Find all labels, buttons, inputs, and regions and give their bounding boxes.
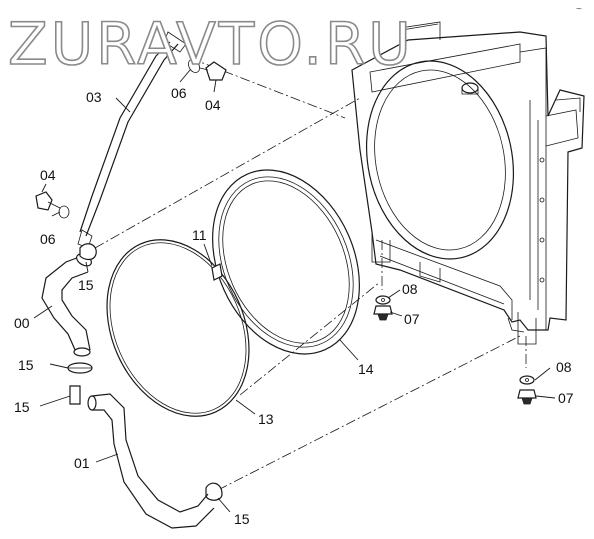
callout-15-left: 15 <box>14 399 30 415</box>
callout-06-top: 06 <box>171 85 187 101</box>
callout-07-lower: 07 <box>558 390 574 406</box>
clip-11 <box>211 263 223 281</box>
left-bolt-set <box>35 191 70 219</box>
radiator-assembly <box>351 21 585 345</box>
callout-00: 00 <box>14 315 30 331</box>
callout-01: 01 <box>74 455 90 471</box>
upper-bolt-set <box>188 59 227 81</box>
callout-04-top: 04 <box>205 97 221 113</box>
ring-14 <box>212 169 360 355</box>
callout-15-bottom: 15 <box>234 511 250 527</box>
watermark: ZURAVTO.RU <box>8 10 414 78</box>
callout-15-mid: 15 <box>18 357 34 373</box>
callout-04-left: 04 <box>40 167 56 183</box>
callout-11: 11 <box>192 227 207 243</box>
callout-13: 13 <box>258 411 274 427</box>
callout-08-lower: 08 <box>556 359 572 375</box>
callout-03: 03 <box>86 89 102 105</box>
alignment-lines <box>94 57 527 491</box>
callout-06-left: 06 <box>40 231 56 247</box>
corner-mark: ~ <box>576 4 582 15</box>
callout-14: 14 <box>358 361 374 377</box>
clamps <box>67 243 223 501</box>
callout-15-upper: 15 <box>78 277 94 293</box>
leader-lines <box>33 69 556 513</box>
lower-bolt-set-2 <box>517 375 537 405</box>
lower-bolt-set-1 <box>373 295 393 321</box>
lower-hose <box>41 253 92 357</box>
callout-07-upper: 07 <box>404 311 420 327</box>
callout-08-upper: 08 <box>402 281 418 297</box>
upper-hose <box>87 393 215 529</box>
ring-13 <box>106 239 250 417</box>
callout-labels: 03 06 04 04 06 11 15 00 08 07 14 15 08 1… <box>14 85 574 527</box>
